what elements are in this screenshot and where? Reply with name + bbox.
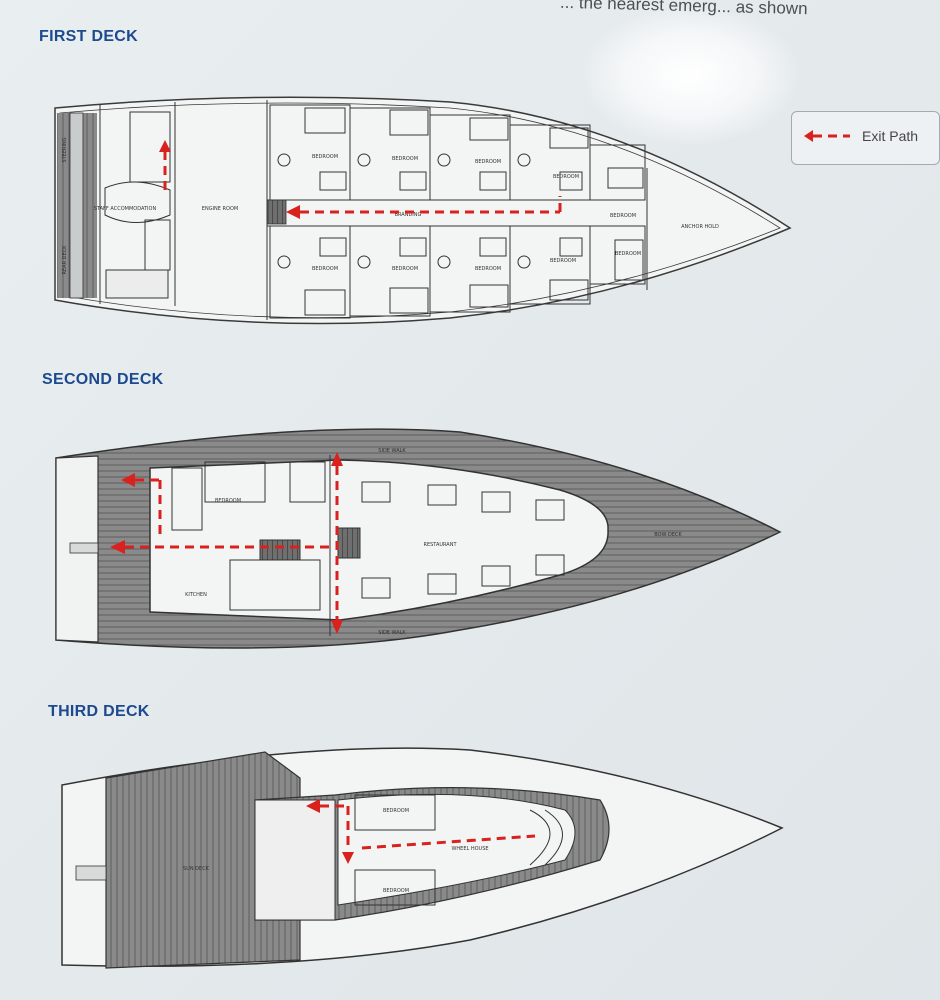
first-deck-title: FIRST DECK: [39, 28, 138, 45]
bow-deck-label: BOW DECK: [654, 532, 682, 538]
second-deck-title: SECOND DECK: [42, 371, 164, 388]
corridor-label: BRANDING: [395, 212, 422, 218]
bedroom-label: BEDROOM: [215, 498, 241, 504]
rear-deck-label: REAR DECK: [62, 245, 68, 275]
bedroom-label: BEDROOM: [312, 266, 338, 272]
second-deck-exit-path: [125, 466, 339, 620]
third-deck-title: THIRD DECK: [48, 703, 150, 720]
bedroom-label: BEDROOM: [615, 251, 641, 257]
first-deck-exit-path: [163, 152, 562, 214]
bedroom-top-label: BEDROOM: [383, 808, 409, 814]
restaurant-label: RESTAURANT: [423, 542, 457, 548]
bedroom-bottom-label: BEDROOM: [383, 888, 409, 894]
side-walk-top-label: SIDE WALK: [378, 448, 406, 454]
engine-room-label: ENGINE ROOM: [202, 206, 238, 212]
third-deck-exit-path: [320, 804, 536, 850]
bedroom-label: BEDROOM: [550, 258, 576, 264]
bedroom-label: BEDROOM: [553, 174, 579, 180]
bedroom-label: BEDROOM: [610, 213, 636, 219]
legend-box: Exit Path: [791, 111, 940, 165]
wheel-house-label: WHEEL HOUSE: [451, 846, 488, 852]
bedroom-label: BEDROOM: [392, 266, 418, 272]
anchor-hold-label: ANCHOR HOLD: [681, 224, 719, 230]
bedroom-label: BEDROOM: [312, 154, 338, 160]
first-deck-hull: [54, 96, 792, 325]
bedroom-label: BEDROOM: [475, 266, 501, 272]
bedroom-label: BEDROOM: [475, 159, 501, 165]
legend-label: Exit Path: [862, 128, 919, 144]
dashed-arrow-left-icon: [804, 130, 850, 142]
kitchen-label: KITCHEN: [185, 592, 207, 598]
sun-deck-label: SUN DECK: [183, 866, 210, 872]
bedroom-label: BEDROOM: [392, 156, 418, 162]
steering-label: STEERING: [62, 137, 68, 162]
staff-accommodation-label: STAFF ACCOMMODATION: [94, 206, 157, 212]
side-walk-bottom-label: SIDE WALK: [378, 630, 406, 636]
